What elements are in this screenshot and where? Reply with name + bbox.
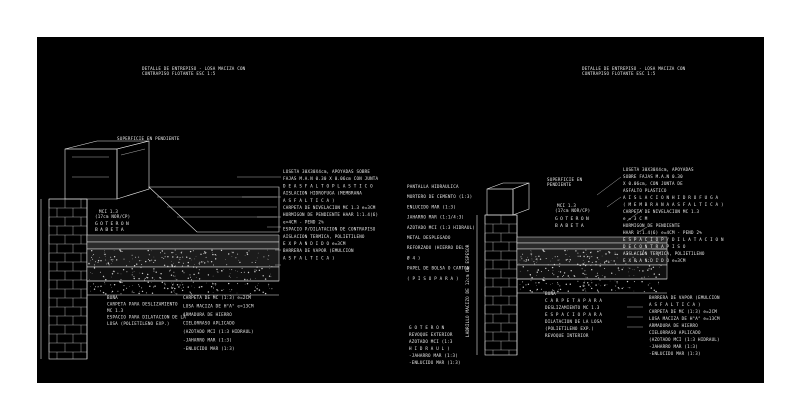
- right-right-label-10: E S P A C I O P / D I L A T A C I O N: [623, 237, 724, 242]
- right-bottom-right-label-3: LOSA MACIZA DE H°A° e=13CM: [649, 316, 720, 321]
- right-parapet-label-2: PENDIENTE: [547, 182, 572, 187]
- right-left-label-9: ( P I S O P A R A ): [407, 276, 459, 281]
- right-bottom-right-label-1: A S F A L T I C A ): [649, 302, 701, 307]
- right-right-label-0: LOSETA 30X30X4cm, APOYADAS: [623, 167, 694, 172]
- right-left-label-8: PAPEL DE BOLSA O CARTON: [407, 266, 470, 271]
- right-cap-label-mci: MCI 1.3: [557, 203, 576, 208]
- right-brick-wall: [476, 214, 518, 356]
- right-bottom-center-label-5: (POLIETILENO EXP.): [545, 326, 594, 331]
- left-brick-wall: [40, 198, 88, 360]
- left-right-label-7: e=4CM - PEND 2%: [283, 219, 324, 224]
- right-bottom-left-label-5: -ENLUCIDO MAR (1:3): [409, 360, 461, 365]
- left-right-label-11: BARRERA DE VAPOR (EMULCION: [283, 248, 354, 253]
- left-cap-label-mci: MCI 1.3: [99, 209, 118, 214]
- right-bottom-right-label-8: -ENLUCIDO MAR (1:3): [649, 351, 701, 356]
- right-bottom-center-label-0: BUÑA: [545, 291, 556, 296]
- right-bottom-center-label-6: REVOQUE INTERIOR: [545, 333, 589, 338]
- right-right-label-13: E X P A N D I D O e=3CM: [623, 258, 686, 263]
- left-title-line-2: CONTRAPISO FLOTANTE ESC 1:5: [142, 71, 216, 76]
- right-left-label-3: JAHARRO MAR (1:1/4:3): [407, 215, 464, 220]
- left-right-label-4: A S F A L T I C A ): [283, 198, 335, 203]
- right-cap-label-nor: (17cm NOR/CP): [555, 208, 590, 213]
- left-title-line-1: DETALLE DE ENTREPISO - LOSA MACIZA CON: [142, 66, 246, 71]
- left-right-label-2: D E A S F A L T O P L A S T I C O: [283, 183, 373, 188]
- left-cap-label-nor: (17cm NOR/CP): [95, 214, 130, 219]
- right-bottom-right-label-2: CARPETA DE MC (1:3) e=2CM: [649, 309, 717, 314]
- left-slab-layers: [86, 186, 280, 296]
- left-bottom-right-label-4: (AZOTADO MCI (1:3 HIDRAUL): [183, 329, 254, 334]
- right-bottom-center-label-2: DESLIZAMIENTO MC 1.3: [545, 305, 600, 310]
- right-right-label-2: X 0.06cm, CON JUNTA DE: [623, 181, 683, 186]
- right-left-label-6: REFORZADO (HIERRO DEL: [407, 245, 464, 250]
- right-left-label-2: ENLUCIDO MAR (1:3): [407, 204, 456, 209]
- right-right-label-6: CARPETA DE NIVELACION MC 1.3: [623, 209, 699, 214]
- right-left-label-0: PANTALLA HIDRAULICA: [407, 184, 459, 189]
- right-title-line-2: CONTRAPISO FLOTANTE ESC 1:5: [582, 71, 656, 76]
- right-vertical-wall-label: LADRILLO MACIZO DE 12cm DE ESPESOR: [465, 244, 470, 337]
- right-parapet-label-1: SUPERFICIE EN: [547, 177, 583, 182]
- right-right-label-11: D E C O N T R A P I S O: [623, 244, 686, 249]
- right-bottom-left-label-3: H I D R A U L ): [409, 346, 450, 351]
- right-left-label-7: Ø 4 ): [407, 255, 421, 260]
- left-right-label-3: AISLACION HIDROFUGA (MEMBRANA: [283, 191, 362, 196]
- right-bottom-right-label-7: -JAHARRO MAR (1:3): [649, 344, 698, 349]
- right-right-label-7: e = 3 C M: [623, 216, 648, 221]
- right-left-label-1: MORTERO DE CEMENTO (1:3): [407, 194, 472, 199]
- right-cap-label-babeta: BABETA: [555, 223, 586, 229]
- right-cap-label-goteron: GOTERON: [555, 216, 591, 222]
- right-bottom-left-label-0: G O T E R O N: [409, 325, 445, 330]
- left-right-label-0: LOSETA 30X30X4cm, APOYADAS SOBRE: [283, 169, 370, 174]
- left-right-label-12: A S F A L T I C A ): [283, 255, 335, 260]
- left-bottom-left-label-4: LOSA (POLIETILENO EXP.): [107, 321, 170, 326]
- left-bottom-right-label-2: ARMADURA DE HIERRO: [183, 312, 232, 317]
- right-right-label-1: SOBRE FAJAS M.A.N 0.30: [623, 174, 683, 179]
- left-detail: DETALLE DE ENTREPISO - LOSA MACIZA CON C…: [40, 66, 379, 360]
- right-bottom-right-label-0: BARRERA DE VAPOR (EMULCION: [649, 295, 720, 300]
- right-right-label-4: A I S L A C I O N H I D R O F U G A: [623, 195, 719, 200]
- right-bottom-left-label-4: -JAHARRO MAR (1:3): [409, 353, 458, 358]
- left-right-label-10: E X P A N D I D O e=3CM: [283, 241, 346, 246]
- right-detail: DETALLE DE ENTREPISO - LOSA MACIZA CON C…: [407, 66, 724, 365]
- left-cap-label-goteron: GOTERON: [95, 221, 131, 227]
- right-slab-layers: [516, 236, 668, 294]
- left-bottom-left-label-3: ESPACIO PARA DILATACION DE LA: [107, 315, 186, 320]
- right-left-label-4: AZOTADO MCI (1:3 HIDRAUL): [407, 225, 475, 230]
- left-right-label-1: FAJAS M.A.N 0.30 X 0.06cm CON JUNTA: [283, 176, 379, 181]
- left-bottom-right-label-3: CIELORRASO APLICADO: [183, 321, 235, 326]
- left-bottom-right-label-0: CARPETA DE MC (1:3) e=2CM: [183, 295, 251, 300]
- left-insulation-band: [86, 248, 280, 268]
- left-right-label-6: HORMIGON DE PENDIENTE HAAR 1:1.4(6): [283, 212, 378, 217]
- left-cap-label-babeta: BABETA: [95, 227, 126, 233]
- right-bottom-right-label-4: ARMADURA DE HIERRO: [649, 323, 698, 328]
- right-right-label-9: HAAR 1:1.4(6) e=4CM - PEND 2%: [623, 230, 702, 235]
- left-right-label-9: AISLACION TERMICA, POLIETILENO: [283, 234, 365, 239]
- right-bottom-right-label-6: (AZOTADO MCI (1:3 HIDRAUL): [649, 337, 720, 342]
- cad-drawing-canvas[interactable]: DETALLE DE ENTREPISO - LOSA MACIZA CON C…: [37, 37, 764, 383]
- left-bottom-left-label-0: BUÑA: [107, 295, 118, 300]
- left-bottom-right-label-1: LOSA MACIZA DE H°A° e=13CM: [183, 304, 254, 309]
- right-right-label-12: AISLACION TERMICA, POLIETILENO: [623, 251, 705, 256]
- right-left-label-5: METAL DESPLEGADO: [407, 235, 451, 240]
- left-right-label-5: CARPETA DE NIVELACION MC 1.3 e=3CM: [283, 205, 376, 210]
- right-right-label-8: HORMIGON DE PENDIENTE: [623, 223, 680, 228]
- right-bottom-center-label-4: DILATACION DE LA LOSA: [545, 319, 602, 324]
- right-title-line-1: DETALLE DE ENTREPISO - LOSA MACIZA CON: [582, 66, 686, 71]
- right-parapet-cap: SUPERFICIE EN PENDIENTE: [486, 177, 583, 216]
- right-right-label-3: ASFALTO PLASTICO: [623, 188, 667, 193]
- right-right-label-5: ( M E M B R A N A A S F A L T I C A ): [623, 202, 724, 207]
- cad-drawing: DETALLE DE ENTREPISO - LOSA MACIZA CON C…: [40, 66, 724, 365]
- left-bottom-left-label-1: CARPETA PARA DESLIZAMIENTO: [107, 302, 178, 307]
- left-parapet-cap: SUPERFICIE EN PENDIENTE: [64, 136, 180, 200]
- left-bottom-left-label-2: MC 1.3: [107, 308, 124, 313]
- right-bottom-right-label-5: CIELORRASO APLICADO: [649, 330, 701, 335]
- right-bottom-center-label-1: C A R P E T A P A R A: [545, 298, 602, 303]
- left-parapet-label: SUPERFICIE EN PENDIENTE: [117, 136, 180, 141]
- left-bottom-right-label-5: -JAHARRO MAR (1:3): [183, 338, 232, 343]
- right-bottom-left-label-2: AZOTADO MCI (1:3: [409, 339, 453, 344]
- left-bottom-right-label-6: -ENLUCIDO MAR (1:3): [183, 346, 235, 351]
- left-right-label-8: ESPACIO P/DILATACION DE CONTRAPISO: [283, 227, 376, 232]
- right-bottom-center-label-3: E S P A C I O P A R A: [545, 312, 602, 317]
- right-bottom-left-label-1: REVOQUE EXTERIOR: [409, 332, 453, 337]
